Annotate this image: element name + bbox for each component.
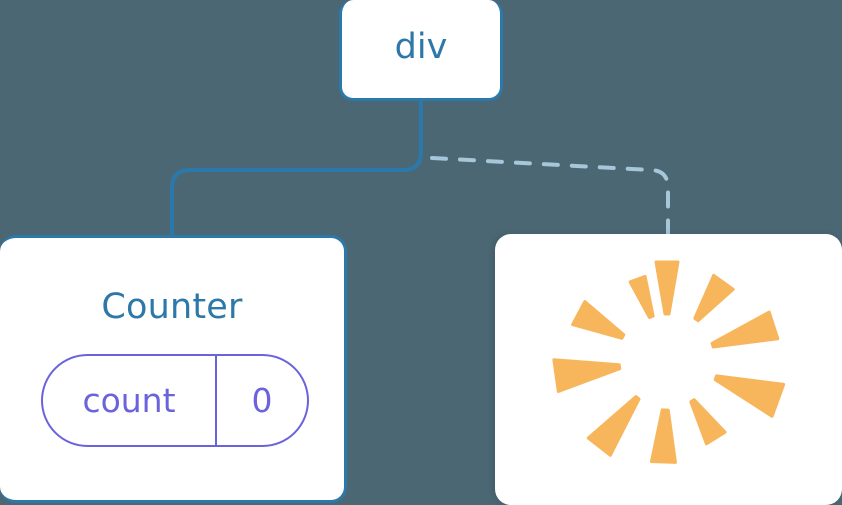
sparkle-ray-3 xyxy=(710,310,780,349)
sparkle-ray-8 xyxy=(552,358,622,393)
counter-node-title: Counter xyxy=(101,287,243,327)
counter-node-card[interactable]: Counter count 0 xyxy=(0,235,347,503)
sparkle-ray-7 xyxy=(586,395,641,457)
sparkle-ray-5 xyxy=(689,398,727,446)
connector-div-to-counter xyxy=(170,98,423,240)
sparkle-ray-4 xyxy=(713,374,786,418)
div-node-card[interactable]: div xyxy=(339,0,503,101)
sparkle-ray-1 xyxy=(654,260,680,316)
sparkle-node-card[interactable] xyxy=(495,234,842,505)
connector-div-to-sparkle xyxy=(430,156,670,240)
div-node-label: div xyxy=(394,26,448,67)
sparkle-ray-6 xyxy=(649,408,677,464)
counter-state-value-cell[interactable]: 0 xyxy=(217,356,307,445)
counter-state-key: count xyxy=(82,381,176,420)
sparkle-ray-9 xyxy=(571,300,626,340)
counter-state-pill[interactable]: count 0 xyxy=(41,354,309,447)
counter-state-key-cell: count xyxy=(43,356,217,445)
sparkle-burst-icon xyxy=(552,260,786,464)
counter-state-value: 0 xyxy=(251,381,273,420)
sparkle-ray-2 xyxy=(693,273,735,323)
sparkle-ray-10 xyxy=(628,274,655,319)
